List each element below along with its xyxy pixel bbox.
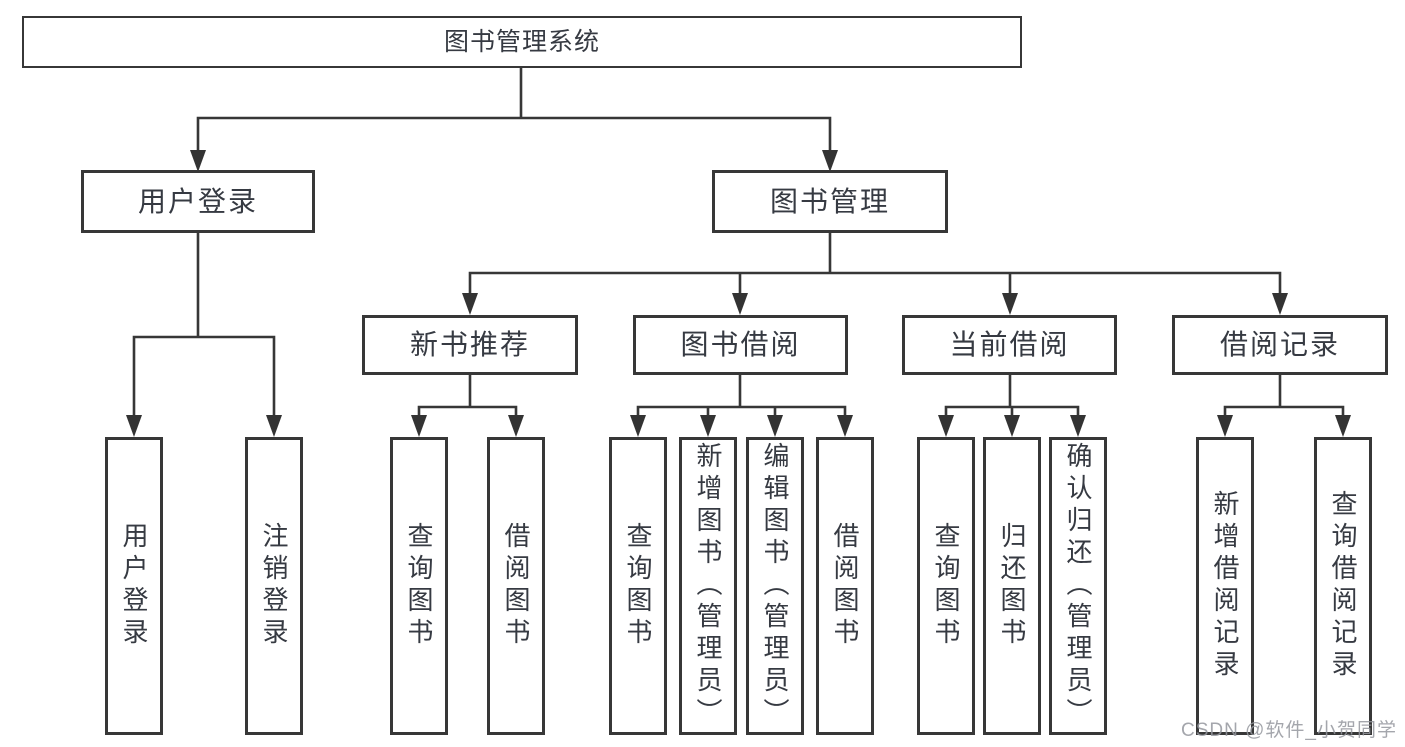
leaf-rec-add-borrow-record: 新增借阅记录 bbox=[1196, 437, 1254, 735]
leaf-cb-query-books: 查询图书 bbox=[917, 437, 975, 735]
leaf-nbr-query-books: 查询图书 bbox=[390, 437, 448, 735]
node-borrow-records: 借阅记录 bbox=[1172, 315, 1388, 375]
arrowhead-icon bbox=[700, 415, 716, 437]
node-library-management-system: 图书管理系统 bbox=[22, 16, 1022, 68]
connector-borrow-records-to-leaves bbox=[1217, 373, 1351, 437]
arrowhead-icon bbox=[1217, 415, 1233, 437]
arrowhead-icon bbox=[1002, 293, 1018, 315]
connector-book-borrow-to-leaves bbox=[630, 373, 853, 437]
arrowhead-icon bbox=[767, 415, 783, 437]
leaf-bb-query-books: 查询图书 bbox=[609, 437, 667, 735]
leaf-user-login: 用户登录 bbox=[105, 437, 163, 735]
node-book-management: 图书管理 bbox=[712, 170, 948, 233]
connector-current-borrow-to-leaves bbox=[938, 373, 1086, 437]
arrowhead-icon bbox=[126, 415, 142, 437]
leaf-rec-query-borrow-record: 查询借阅记录 bbox=[1314, 437, 1372, 735]
arrowhead-icon bbox=[1272, 293, 1288, 315]
connector-root-to-level2 bbox=[190, 65, 838, 172]
leaf-bb-borrow-books: 借阅图书 bbox=[816, 437, 874, 735]
node-user-login: 用户登录 bbox=[81, 170, 315, 233]
arrowhead-icon bbox=[1070, 415, 1086, 437]
node-current-borrow: 当前借阅 bbox=[902, 315, 1117, 375]
arrowhead-icon bbox=[1004, 415, 1020, 437]
arrowhead-icon bbox=[630, 415, 646, 437]
leaf-nbr-borrow-books: 借阅图书 bbox=[487, 437, 545, 735]
arrowhead-icon bbox=[266, 415, 282, 437]
arrowhead-icon bbox=[837, 415, 853, 437]
leaf-bb-edit-books-admin: 编辑图书（管理员） bbox=[746, 437, 804, 735]
csdn-watermark: CSDN @软件_小贺同学 bbox=[1181, 720, 1397, 741]
leaf-bb-add-books-admin: 新增图书（管理员） bbox=[679, 437, 737, 735]
leaf-cb-return-books: 归还图书 bbox=[983, 437, 1041, 735]
arrowhead-icon bbox=[411, 415, 427, 437]
node-book-borrow: 图书借阅 bbox=[633, 315, 848, 375]
arrowhead-icon bbox=[1335, 415, 1351, 437]
arrowhead-icon bbox=[732, 293, 748, 315]
arrowhead-icon bbox=[190, 150, 206, 172]
arrowhead-icon bbox=[938, 415, 954, 437]
connector-new-book-recommend-to-leaves bbox=[411, 373, 524, 437]
leaf-cb-confirm-return-admin: 确认归还（管理员） bbox=[1049, 437, 1107, 735]
leaf-logout: 注销登录 bbox=[245, 437, 303, 735]
arrowhead-icon bbox=[822, 150, 838, 172]
connector-book-management-to-level3 bbox=[462, 231, 1288, 315]
node-new-book-recommend: 新书推荐 bbox=[362, 315, 578, 375]
connector-user-login-to-leaves bbox=[126, 231, 282, 437]
arrowhead-icon bbox=[508, 415, 524, 437]
arrowhead-icon bbox=[462, 293, 478, 315]
